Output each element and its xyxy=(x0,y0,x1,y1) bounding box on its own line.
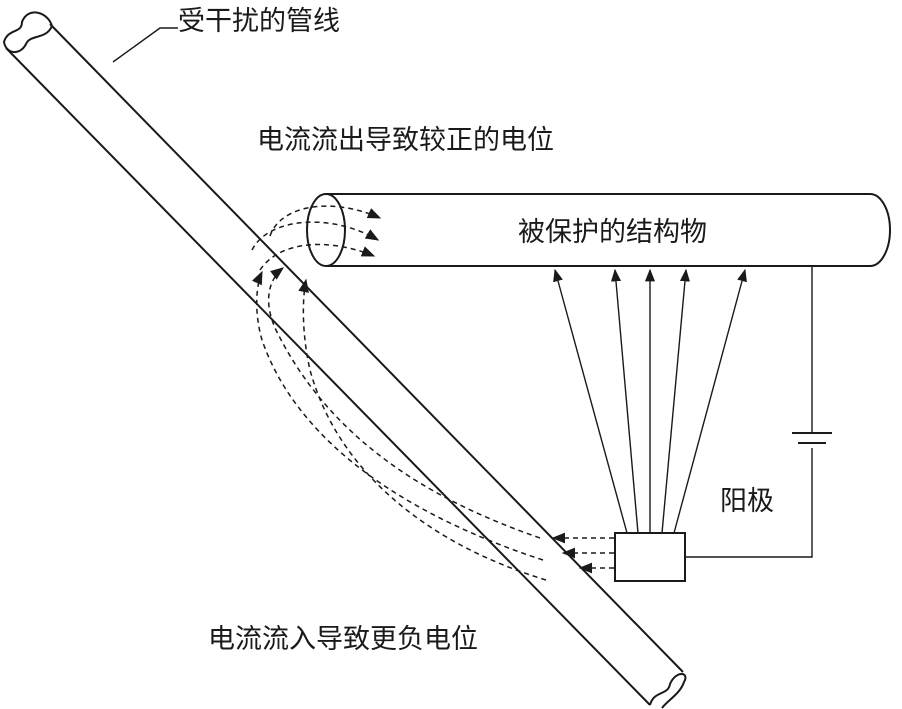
stray-out-arrow-1 xyxy=(269,205,382,237)
stray-path-3 xyxy=(298,278,547,581)
stray-out-arrow-2 xyxy=(251,221,380,251)
protective-current-arrows xyxy=(553,268,747,534)
interfered-pipe-label: 受干扰的管线 xyxy=(178,6,340,37)
stray-out-arrow-3 xyxy=(259,243,376,271)
dc-circuit xyxy=(685,266,832,558)
interfered-pipe-edge-upper xyxy=(49,23,684,673)
anode-box xyxy=(614,532,686,582)
current-arrow-2 xyxy=(610,268,639,534)
interfered-pipe-top-end xyxy=(2,11,54,53)
interfered-pipe-bottom-end xyxy=(649,673,687,709)
stray-path-1 xyxy=(267,267,541,539)
protected-structure xyxy=(306,193,891,267)
current-out-label: 电流流出导致较正的电位 xyxy=(257,125,554,156)
current-arrow-1 xyxy=(553,268,628,534)
current-arrow-4 xyxy=(661,268,690,534)
circuit-wire-lower xyxy=(685,448,813,558)
interfered-pipe-leader xyxy=(112,27,178,63)
interfered-pipe-edge-lower xyxy=(5,47,651,706)
current-in-label: 电流流入导致更负电位 xyxy=(208,624,478,655)
stray-current-paths xyxy=(252,267,547,581)
stray-current-out-arrows xyxy=(251,205,382,271)
structure-end-right xyxy=(869,193,891,267)
anode-label: 阳极 xyxy=(720,486,774,517)
stray-path-2 xyxy=(252,270,544,561)
structure-end-left xyxy=(306,193,346,267)
interfered-pipe xyxy=(2,11,687,709)
stray-current-in-arrows xyxy=(551,532,614,574)
current-arrow-5 xyxy=(673,268,747,534)
protected-structure-label: 被保护的结构物 xyxy=(518,217,707,248)
